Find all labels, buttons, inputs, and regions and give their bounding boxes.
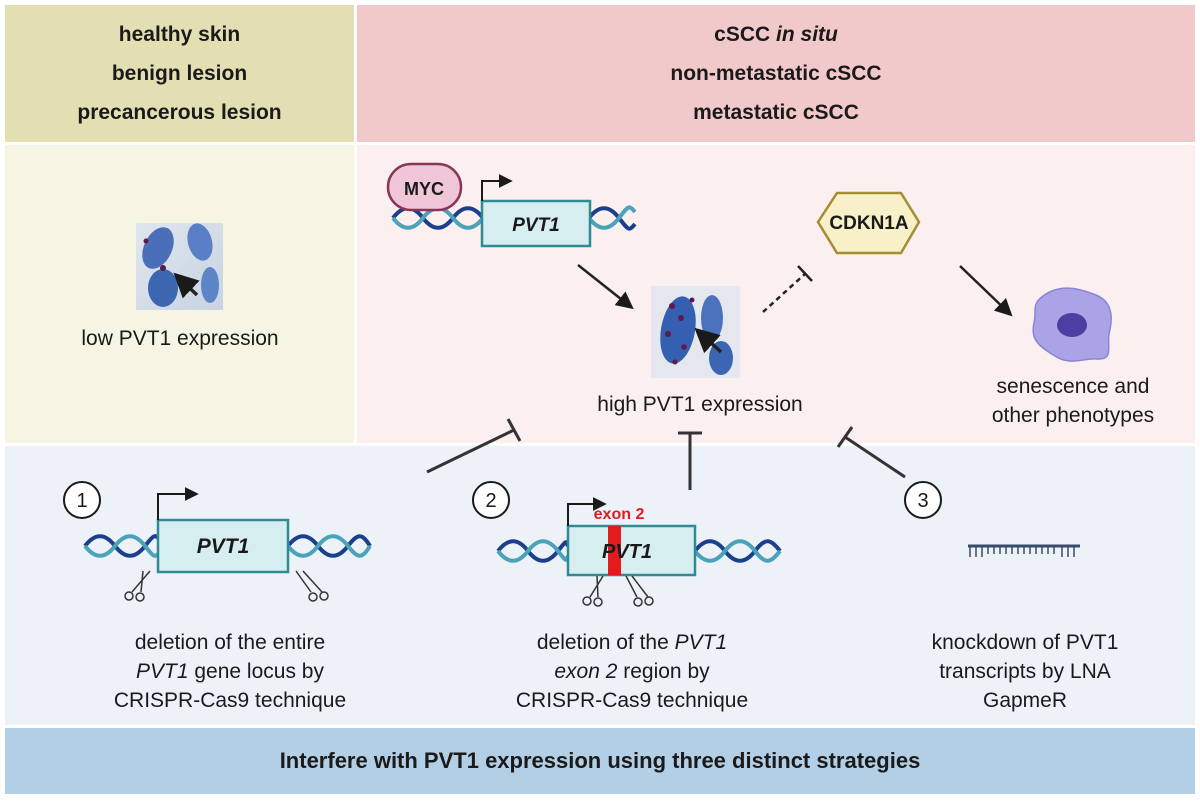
strategy-2-line-1: deletion of the PVT1 xyxy=(462,628,802,657)
strategy-2-gene-italic: PVT1 xyxy=(674,631,728,654)
scissors-icon xyxy=(124,570,151,602)
scissors-icon xyxy=(295,570,329,602)
cdkn1a-protein xyxy=(816,191,921,255)
inhibition-bar-cdkn1a xyxy=(797,265,813,282)
number-circle-3 xyxy=(904,481,942,519)
strategy-2-gene-label: PVT1 xyxy=(602,541,652,563)
inhibition-strategy-2 xyxy=(678,431,702,490)
inhibition-strategy-1 xyxy=(426,418,522,474)
exon-2-segment xyxy=(608,526,621,575)
pvt1-gene-label: PVT1 xyxy=(512,215,560,236)
strategy-3-line-2: transcripts by LNA xyxy=(939,660,1111,683)
strategy-2-exon-italic: exon 2 xyxy=(554,660,618,683)
strategy-2-line-2: exon 2 region by xyxy=(462,657,802,686)
strategy-2-line-3: CRISPR-Cas9 technique xyxy=(515,689,749,712)
number-circle-1 xyxy=(63,481,101,519)
in-situ-label: in situ xyxy=(776,23,838,46)
strategy-1-line-3: CRISPR-Cas9 technique xyxy=(113,689,347,712)
strategies-panel xyxy=(5,446,1195,725)
cdkn1a-label: CDKN1A xyxy=(829,213,908,234)
strategy-1-gene-label: PVT1 xyxy=(197,535,250,558)
strategy-2-line-1-main: deletion of the xyxy=(536,631,675,654)
number-3-label: 3 xyxy=(917,490,928,512)
myc-label: MYC xyxy=(404,179,444,199)
header-healthy-skin: healthy skin xyxy=(118,23,241,46)
number-1-label: 1 xyxy=(76,490,87,512)
strategy-3-description: knockdown of PVT1 transcripts by LNA Gap… xyxy=(880,628,1170,715)
senescence-label: senescence and other phenotypes xyxy=(958,372,1188,430)
lna-gapmer-icon xyxy=(968,544,1080,557)
normal-conditions-list: healthy skin benign lesion precancerous … xyxy=(5,5,354,142)
footer-banner: Interfere with PVT1 expression using thr… xyxy=(5,728,1195,794)
strategy-1-dna xyxy=(83,487,372,574)
scissors-icon xyxy=(582,575,604,607)
header-non-metastatic: non-metastatic cSCC xyxy=(670,62,882,85)
myc-protein xyxy=(386,162,463,212)
header-precancerous-lesion: precancerous lesion xyxy=(77,101,282,124)
strategy-3-line-3: GapmeR xyxy=(982,689,1068,712)
scissors-icon xyxy=(625,575,654,607)
arrow-to-senescence xyxy=(959,265,1013,317)
inhibition-line-cdkn1a xyxy=(762,272,807,313)
strategy-2-dna xyxy=(496,497,782,577)
header-metastatic: metastatic cSCC xyxy=(693,101,859,124)
cscc-conditions-list: cSCC in situ non-metastatic cSCC metasta… xyxy=(357,5,1195,142)
senescent-cell-icon xyxy=(1032,287,1112,362)
strategy-1-line-1: deletion of the entire xyxy=(134,631,326,654)
strategy-2-line-2-rest: region by xyxy=(617,660,710,683)
inhibition-strategy-3 xyxy=(836,426,906,479)
strategy-1-gene-italic: PVT1 xyxy=(136,660,189,683)
high-expression-label: high PVT1 expression xyxy=(597,393,803,416)
exon-2-label: exon 2 xyxy=(594,506,645,523)
pvt1-dna-top xyxy=(391,174,637,248)
strategy-1-description: deletion of the entire PVT1 gene locus b… xyxy=(60,628,400,715)
header-benign-lesion: benign lesion xyxy=(111,62,248,85)
header-normal-conditions: healthy skin benign lesion precancerous … xyxy=(5,5,354,142)
strategy-1-line-2: PVT1 gene locus by xyxy=(60,657,400,686)
footer-text: Interfere with PVT1 expression using thr… xyxy=(279,748,921,773)
number-2-label: 2 xyxy=(485,490,496,512)
strategy-1-line-2-rest: gene locus by xyxy=(188,660,324,683)
strategy-2-description: deletion of the PVT1 exon 2 region by CR… xyxy=(462,628,802,715)
senescence-line-2: other phenotypes xyxy=(991,404,1155,427)
arrow-to-high-expression xyxy=(577,264,634,310)
strategy-3-line-1: knockdown of PVT1 xyxy=(931,631,1119,654)
header-cscc-conditions: cSCC in situ non-metastatic cSCC metasta… xyxy=(357,5,1195,142)
high-expression-micrograph xyxy=(651,286,740,378)
number-circle-2 xyxy=(472,481,510,519)
senescence-line-1: senescence and xyxy=(996,375,1150,398)
low-expression-micrograph xyxy=(136,223,223,310)
header-cscc-in-situ: cSCC in situ xyxy=(714,15,838,54)
low-expression-label: low PVT1 expression xyxy=(81,327,279,350)
cscc-label: cSCC xyxy=(714,23,771,46)
